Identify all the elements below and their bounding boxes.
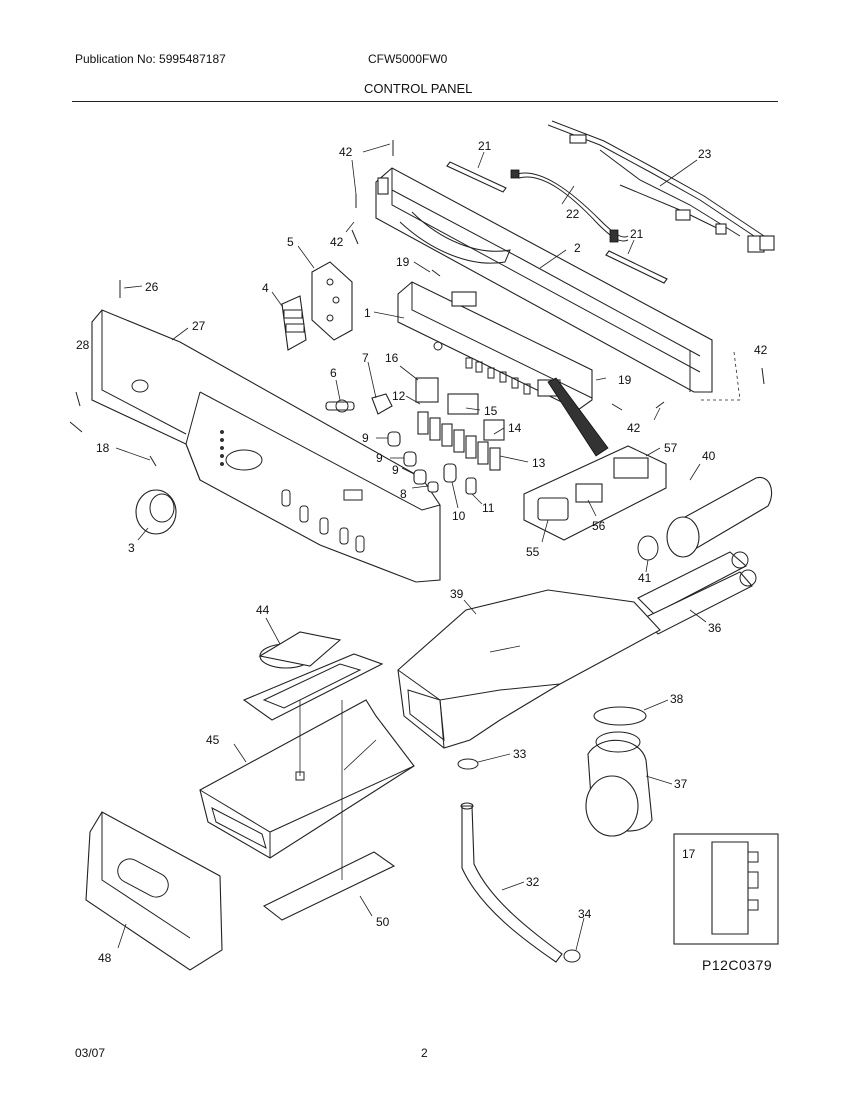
part-bellows-37: [585, 731, 653, 837]
part-ring-38: [593, 706, 647, 726]
part-valves-36: [637, 551, 757, 635]
part-control-panel-27: [91, 309, 441, 583]
callout-48: 48: [98, 951, 112, 965]
part-bracket-5: [311, 261, 353, 341]
part-dispenser-drawer-45: [199, 699, 415, 859]
callout-37: 37: [674, 777, 688, 791]
callout-2: 2: [574, 241, 581, 255]
part-clamp-33: [457, 758, 479, 770]
part-drawer-front-48: [85, 811, 223, 971]
part-wire-harness-23: [547, 120, 775, 253]
callout-55: 55: [526, 545, 540, 559]
callout-19-a: 19: [396, 255, 410, 269]
part-screws: [69, 140, 765, 467]
part-siphon-44: [258, 631, 342, 669]
publication-number: Publication No: 5995487187: [75, 52, 226, 66]
callout-8: 8: [400, 487, 407, 501]
part-connector-box-57: [523, 377, 667, 541]
callout-15: 15: [484, 404, 498, 418]
part-strip-21b: [605, 250, 668, 284]
callout-18: 18: [96, 441, 110, 455]
callout-10: 10: [452, 509, 466, 523]
callout-21-a: 21: [478, 139, 492, 153]
callout-40: 40: [702, 449, 716, 463]
part-console-frame: [375, 167, 713, 393]
model-number: CFW5000FW0: [368, 52, 448, 66]
callout-41: 41: [638, 571, 652, 585]
callout-26: 26: [145, 280, 159, 294]
callout-17: 17: [682, 847, 696, 861]
callout-21-b: 21: [630, 227, 644, 241]
part-cable-22: [510, 169, 629, 243]
callout-14: 14: [508, 421, 522, 435]
callout-13: 13: [532, 456, 546, 470]
part-bracket-7: [371, 393, 393, 415]
callout-7: 7: [362, 351, 369, 365]
callout-19-b: 19: [618, 373, 632, 387]
part-inset-17: [673, 833, 779, 945]
page-title: CONTROL PANEL: [364, 81, 473, 96]
page-number: 2: [421, 1046, 428, 1060]
part-hose-32: [460, 802, 563, 963]
leader-lines: [115, 143, 741, 951]
callout-12: 12: [392, 389, 406, 403]
part-switch-4: [281, 295, 307, 351]
part-ring-41: [637, 535, 659, 561]
part-strip-21a: [446, 161, 507, 193]
callout-32: 32: [526, 875, 540, 889]
callout-6: 6: [330, 366, 337, 380]
callout-22: 22: [566, 207, 580, 221]
callout-11: 11: [482, 501, 495, 515]
callout-36: 36: [708, 621, 722, 635]
callout-3: 3: [128, 541, 135, 555]
callout-28: 28: [76, 338, 90, 352]
callout-23: 23: [698, 147, 712, 161]
part-deflector-50: [262, 851, 396, 921]
callout-9-c: 9: [392, 463, 399, 477]
part-tray-insert: [242, 653, 384, 721]
callout-labels: 42 21 23 22 2 21 5 42 19 4 26 27 1 42 28…: [76, 139, 768, 965]
callout-56: 56: [592, 519, 606, 533]
callout-33: 33: [513, 747, 527, 761]
footer-date: 03/07: [75, 1046, 106, 1060]
callout-42-b: 42: [330, 235, 344, 249]
callout-57: 57: [664, 441, 678, 455]
callout-50: 50: [376, 915, 390, 929]
callout-27: 27: [192, 319, 206, 333]
callout-16: 16: [385, 351, 399, 365]
part-tube-40: [666, 476, 773, 558]
part-dispenser-housing-39: [397, 589, 661, 749]
callout-42-c: 42: [754, 343, 768, 357]
part-shaft-6: [325, 399, 355, 413]
callout-34: 34: [578, 907, 592, 921]
callout-45: 45: [206, 733, 220, 747]
callout-4: 4: [262, 281, 269, 295]
callout-5: 5: [287, 235, 294, 249]
callout-1: 1: [364, 306, 371, 320]
callout-9-b: 9: [376, 451, 383, 465]
callout-38: 38: [670, 692, 684, 706]
part-clamp-34: [563, 949, 581, 963]
figure-code: P12C0379: [702, 957, 773, 973]
callout-39: 39: [450, 587, 464, 601]
header-divider: [72, 101, 778, 102]
callout-44: 44: [256, 603, 270, 617]
callout-42-d: 42: [627, 421, 641, 435]
callout-9-a: 9: [362, 431, 369, 445]
part-knob-3: [135, 489, 177, 535]
callout-42-a: 42: [339, 145, 353, 159]
